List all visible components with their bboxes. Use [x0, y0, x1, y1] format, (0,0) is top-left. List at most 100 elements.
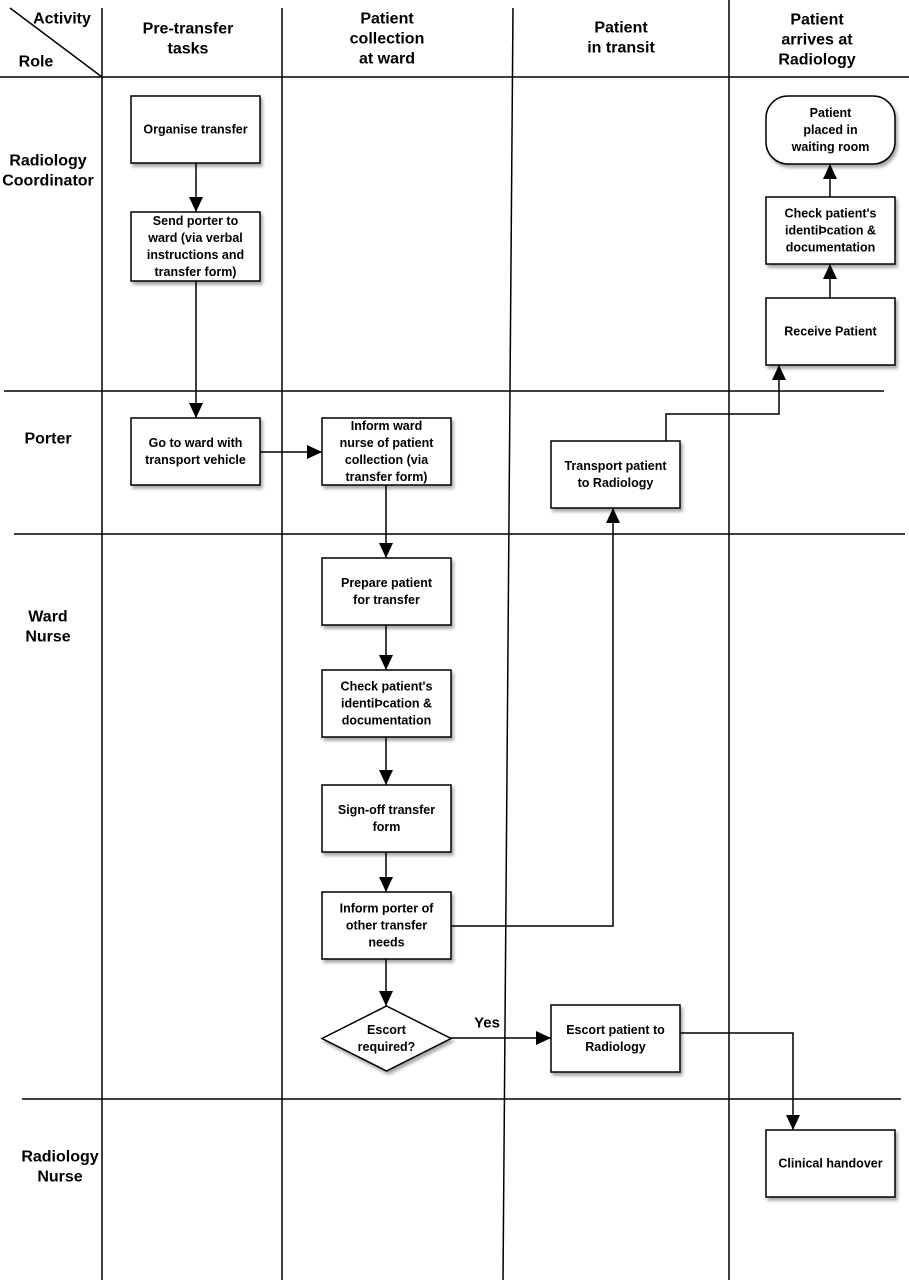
column-header-text: Radiology [778, 52, 855, 69]
node-text: Patient [810, 106, 853, 120]
connector-sign-off-to-inform-porter [379, 852, 393, 892]
arrowhead [307, 445, 322, 459]
arrowhead [823, 164, 837, 179]
arrowhead [379, 877, 393, 892]
column-header-text: in transit [587, 40, 655, 57]
corner-diagonal [9, 7, 103, 78]
node-text: Inform ward [351, 419, 423, 433]
column-header-text: tasks [168, 41, 209, 58]
node-text: Inform porter of [340, 902, 435, 916]
role-label-text: Ward [28, 609, 67, 626]
node-text: placed in [803, 123, 857, 137]
connector-go-to-ward-to-inform-ward-nurse [260, 445, 322, 459]
node-text: Transport patient [564, 459, 667, 473]
arrowhead [379, 991, 393, 1006]
column-header-text: Patient [594, 20, 648, 37]
node-text: Escort patient to [566, 1023, 665, 1037]
node-check-id-radiology: Check patient's identiÞcation & documentat… [765, 196, 896, 265]
corner-role-label: Role [19, 54, 54, 71]
connector-check-id-ward-to-sign-off [379, 737, 393, 785]
process-box [321, 557, 452, 626]
process-box [130, 417, 261, 486]
node-receive-patient: Receive Patient [765, 297, 896, 366]
connector-prepare-patient-to-check-id-ward [379, 625, 393, 670]
process-box [765, 297, 896, 366]
role-label-text: Porter [24, 431, 71, 448]
role-label-text: Nurse [37, 1169, 82, 1186]
arrowhead [379, 543, 393, 558]
process-box [321, 891, 452, 960]
lane-divider [502, 7, 514, 1280]
node-transport-patient: Transport patient to Radiology [550, 440, 681, 509]
role-label-text: Radiology [21, 1149, 98, 1166]
column-header-text: Patient [360, 11, 414, 28]
node-text: ward (via verbal [147, 231, 243, 245]
terminal-shape [765, 95, 896, 165]
node-text: Send porter to [153, 214, 239, 228]
column-header-text: arrives at [781, 32, 853, 49]
column-header-transit: Patient in transit [587, 20, 655, 57]
connector-organise-transfer-to-send-porter [189, 163, 203, 212]
node-text: nurse of patient [340, 436, 435, 450]
column-header-text: Patient [790, 12, 844, 29]
role-labels: RadiologyCoordinatorPorterWardNurseRadio… [2, 153, 99, 1186]
connector-escort-patient-to-clinical-handover [680, 1032, 800, 1130]
role-label-text: Nurse [25, 629, 70, 646]
arrowhead [606, 508, 620, 523]
process-box [550, 440, 681, 509]
connector-escort-required-to-escort-patient: Yes [451, 1015, 551, 1045]
connector-line [451, 508, 614, 927]
corner-activity-label: Activity [33, 11, 91, 28]
connector-receive-patient-to-check-id-radiology [823, 264, 837, 298]
node-text: transport vehicle [145, 453, 246, 467]
edge-label-yes: Yes [474, 1015, 500, 1032]
process-box [130, 211, 261, 282]
node-text: collection (via [345, 453, 429, 467]
process-box [765, 1129, 896, 1198]
node-text: Sign-off transfer [338, 803, 435, 817]
arrowhead [772, 365, 786, 380]
node-text: Clinical handover [778, 1157, 882, 1171]
node-text: transfer form) [346, 470, 428, 484]
role-label-text: Coordinator [2, 173, 94, 190]
connectors: Yes [189, 163, 837, 1130]
process-box [130, 95, 261, 164]
node-text: Escort [367, 1023, 407, 1037]
node-text: Organise transfer [143, 123, 247, 137]
connector-line [665, 365, 780, 441]
node-text: to Radiology [578, 476, 654, 490]
node-text: other transfer [346, 919, 427, 933]
node-text: Receive Patient [784, 325, 877, 339]
column-header-text: collection [350, 31, 425, 48]
role-label-porter: Porter [24, 431, 71, 448]
node-text: documentation [342, 714, 432, 728]
process-box [550, 1004, 681, 1073]
node-text: waiting room [791, 140, 870, 154]
node-text: Check patient's [785, 207, 877, 221]
connector-send-porter-to-go-to-ward [189, 281, 203, 418]
arrowhead [536, 1031, 551, 1045]
node-text: Prepare patient [341, 576, 433, 590]
node-text: identiÞcation & [785, 224, 876, 238]
node-clinical-handover: Clinical handover [765, 1129, 896, 1198]
node-text: documentation [786, 241, 876, 255]
node-go-to-ward: Go to ward with transport vehicle [130, 417, 261, 486]
arrowhead [189, 403, 203, 418]
arrowhead [379, 770, 393, 785]
process-box [321, 417, 452, 486]
connector-inform-porter-to-escort-required [379, 959, 393, 1006]
node-text: Go to ward with [149, 436, 243, 450]
